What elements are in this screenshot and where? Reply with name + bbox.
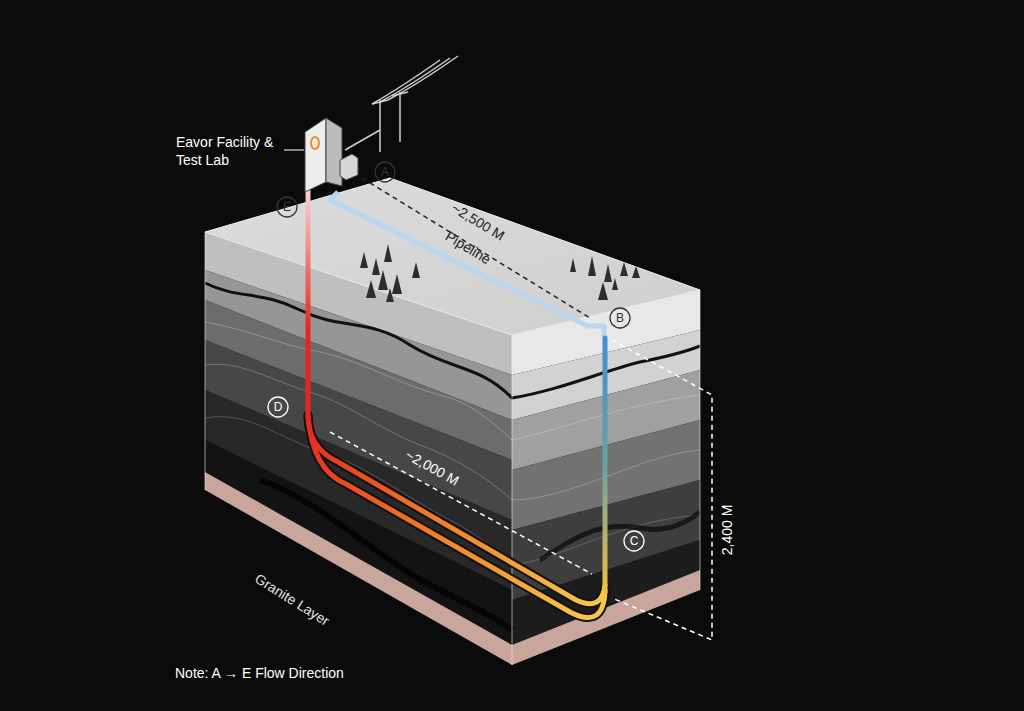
note-text: Note: A → E Flow Direction: [175, 665, 344, 682]
power-line: [345, 56, 458, 152]
leader-line: [284, 150, 304, 151]
dimension-line: [330, 432, 592, 574]
layer-label: Granite Layer: [252, 570, 333, 629]
closed-loop-pipes: [308, 190, 605, 618]
facility-node: Eavor Facility & Test Lab: [176, 133, 280, 173]
callout-letter: A: [381, 165, 389, 180]
callout-letter: D: [274, 400, 283, 415]
callout-letter: B: [616, 311, 624, 326]
dimension-label: 2,400 M: [719, 505, 736, 556]
callout-letter: C: [630, 534, 639, 549]
ground-surface: [205, 178, 700, 335]
surface-pipeline: [330, 192, 604, 338]
facility-label: Eavor Facility & Test Lab: [176, 133, 280, 169]
strata-lines: [205, 283, 700, 630]
facility-building: [305, 118, 358, 192]
dimension-line: [362, 178, 590, 318]
dimension-line: [612, 340, 712, 640]
trees: [360, 244, 640, 302]
callout-circles: [268, 162, 644, 551]
callout-letter: E: [283, 200, 291, 215]
